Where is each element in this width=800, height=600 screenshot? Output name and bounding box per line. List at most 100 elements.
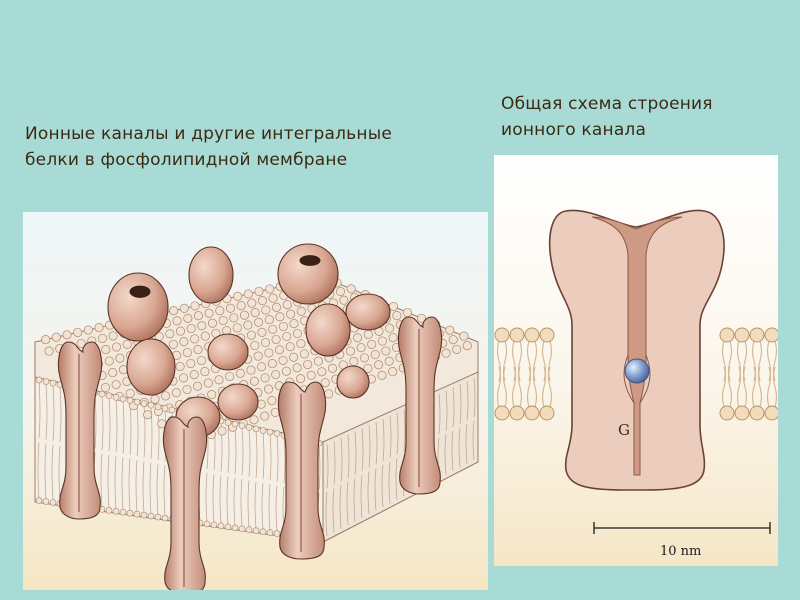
lipid-head [224,419,232,426]
lipid-head [385,323,395,333]
lipid-head [264,348,274,358]
lipid-head [494,405,510,421]
lipid-head [236,301,246,311]
lipid-head [225,303,235,313]
lipid-tail [721,366,727,408]
globular-protein [277,243,339,305]
lipid-tail [240,479,243,527]
lipid-head [524,327,540,343]
lipid-head [257,362,267,372]
lipid-tail [44,443,47,500]
lipid-head [764,405,778,421]
globular-protein [345,293,391,331]
lipid-tail [100,453,103,508]
lipid-tail [757,366,763,408]
lipid-head [719,327,735,343]
protein-pore [299,255,321,266]
left-caption-line-1: Ионные каналы и другие интегральные [25,124,392,144]
lipid-head [734,327,750,343]
lipid-head [44,346,54,356]
lipid-head [263,384,274,394]
lipid-tail [262,432,265,480]
lipid-head [246,365,256,375]
lipid-head [289,319,299,329]
scale-bar-label: 10 nm [660,544,701,559]
ion-channel-protein [57,341,103,520]
lipid-tail [368,425,371,468]
lipid-head [118,365,128,375]
lipid-head [105,506,113,514]
lipid-head [161,514,169,522]
lipid-head [245,424,253,431]
lipid-head [267,396,277,406]
lipid-tail [255,430,258,478]
lipid-head [260,337,271,348]
lipid-head [452,344,462,354]
lipid-head [539,405,555,421]
lipid-head [289,352,299,362]
lipid-head [49,379,57,387]
lipid-tail [736,366,742,408]
lipid-head [273,430,281,437]
lipid-tail [766,366,772,408]
lipid-head [154,513,162,521]
lipid-head [112,394,120,401]
lipid-head [171,388,181,398]
lipid-head [388,301,399,312]
lipid-head [193,381,203,391]
lipid-head [100,382,111,393]
lipid-head [245,526,253,534]
lipid-head [178,373,189,383]
lipid-tail [156,463,159,516]
lipid-head [190,301,200,311]
lipid-head [388,367,398,377]
lipid-head [235,368,245,378]
lipid-head [282,331,292,342]
lipid-head [83,325,93,335]
lipid-tail [772,366,778,408]
lipid-head [73,327,83,337]
lipid-head [203,378,213,388]
lipid-tail [108,397,111,452]
lipid-tail [403,409,406,451]
lipid-head [41,335,51,345]
lipid-head [119,395,127,403]
lipid-head [133,398,141,406]
lipid-tail [466,380,469,421]
lipid-head [441,348,451,358]
lipid-head [196,355,207,366]
scale-bar: 10 nm [593,522,771,559]
lipid-head [154,403,162,411]
lipid-head [168,406,176,414]
lipid-tail [268,484,271,531]
lipid-head [97,333,107,344]
lipid-head [238,422,246,429]
lipid-tail [340,437,343,482]
lipid-head [104,356,114,366]
lipid-head [317,367,327,377]
lipid-head [42,378,50,385]
left-caption-line-2: белки в фосфолипидной мембране [25,150,348,170]
lipid-head [292,328,303,339]
lipid-head [249,415,259,425]
lipid-head [260,411,270,421]
lipid-tail [511,366,517,408]
lipid-head [363,329,373,340]
lipid-head [172,316,182,326]
lipid-head [239,310,250,320]
lipid-tail [395,458,398,500]
lipid-tail [445,390,448,431]
lipid-head [339,295,349,305]
lipid-head [749,405,765,421]
lipid-tail [212,474,215,523]
lipid-head [112,507,120,515]
lipid-tail [444,434,447,475]
lipid-head [252,527,260,535]
lipid-head [445,325,455,335]
lipid-tail [354,431,357,475]
lipid-head [161,391,171,401]
lipid-tail [339,485,342,529]
lipid-tail [451,431,454,471]
lipid-head [268,324,278,334]
lipid-head [335,286,346,297]
